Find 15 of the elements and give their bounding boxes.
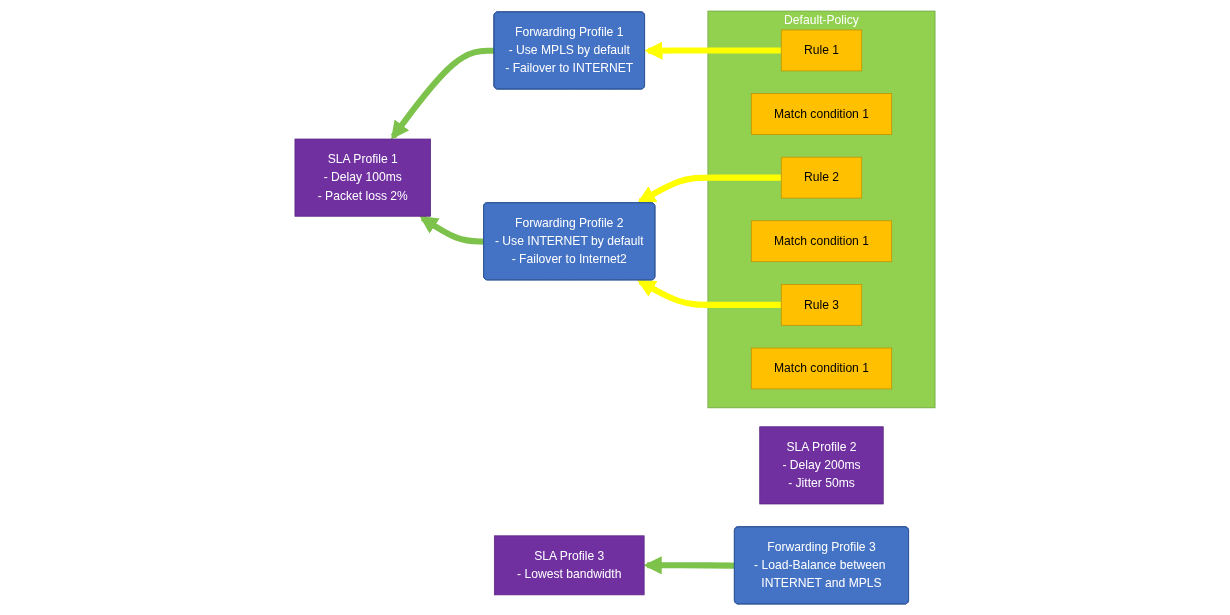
- arrow: [390, 47, 495, 140]
- node-box: Rule 3: [780, 284, 863, 326]
- arrow: [637, 279, 782, 308]
- node-box: Match condition 1: [750, 347, 893, 390]
- arrow: [637, 174, 782, 205]
- arrow: [419, 215, 485, 245]
- node-box: SLA Profile 1 - Delay 100ms - Packet loss 2%: [294, 138, 431, 217]
- arrow: [644, 41, 782, 60]
- node-box: Match condition 1: [750, 220, 893, 263]
- node-box: Match condition 1: [750, 93, 893, 135]
- node-box: SLA Profile 2 - Delay 200ms - Jitter 50ms: [759, 426, 884, 505]
- node-box: Rule 1: [780, 29, 863, 72]
- node-box: Rule 2: [780, 156, 863, 199]
- arrow: [643, 556, 735, 575]
- node-box: SLA Profile 3 - Lowest bandwidth: [493, 535, 645, 596]
